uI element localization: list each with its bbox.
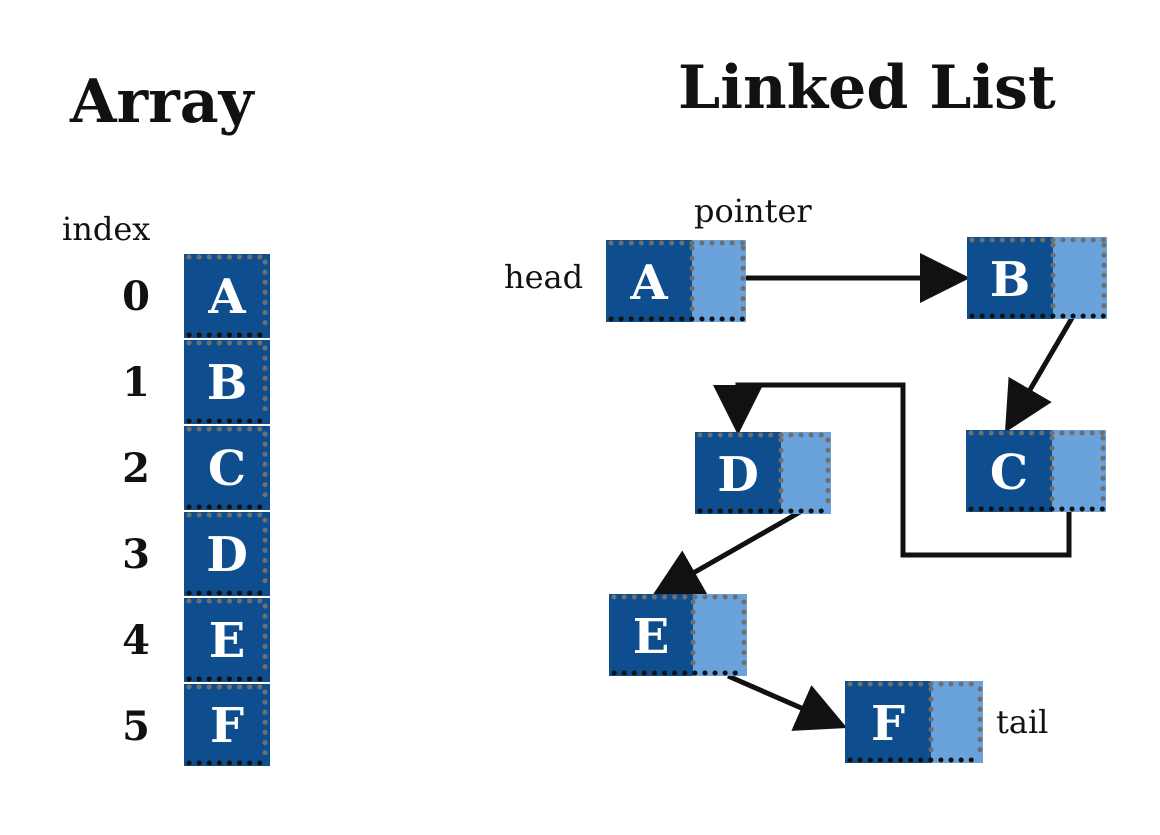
ll-node-f: F bbox=[845, 681, 984, 763]
array-cell-value-4: E bbox=[209, 613, 246, 669]
array-index-1: 1 bbox=[122, 359, 150, 406]
array-cell-value-5: F bbox=[210, 698, 244, 754]
array-index-3: 3 bbox=[122, 531, 150, 578]
array-cell-2: C bbox=[184, 426, 271, 510]
ll-node-b: B bbox=[967, 237, 1108, 319]
array-cell-1: B bbox=[184, 340, 271, 424]
ll-node-b-value: B bbox=[990, 252, 1031, 308]
index-header: index bbox=[62, 210, 150, 248]
arrow-c-to-d bbox=[713, 382, 1072, 558]
array-cell-3: D bbox=[184, 512, 271, 596]
ll-node-d-pointer-cell bbox=[781, 432, 831, 514]
ll-node-c: C bbox=[966, 430, 1107, 512]
array-index-0: 0 bbox=[122, 273, 150, 320]
array-cell-5: F bbox=[184, 684, 271, 766]
ll-node-d: D bbox=[695, 432, 832, 514]
array-index-column: 0 1 2 3 4 5 bbox=[122, 273, 150, 750]
linked-list-nodes: A B C D bbox=[606, 237, 1108, 763]
arrow-b-to-c bbox=[1004, 316, 1075, 433]
ll-node-c-pointer-cell bbox=[1052, 430, 1106, 512]
array-cell-value-3: D bbox=[206, 527, 248, 583]
ll-node-e-pointer-cell bbox=[693, 594, 747, 676]
head-label: head bbox=[504, 258, 583, 296]
array-cell-value-0: A bbox=[207, 269, 246, 325]
array-index-4: 4 bbox=[122, 617, 150, 664]
ll-node-d-value: D bbox=[717, 447, 759, 503]
array-index-2: 2 bbox=[122, 445, 150, 492]
ll-node-b-pointer-cell bbox=[1053, 237, 1107, 319]
ll-node-f-value: F bbox=[871, 696, 905, 752]
pointer-arrows bbox=[651, 253, 1075, 731]
array-index-5: 5 bbox=[122, 703, 150, 750]
array-title: Array bbox=[69, 67, 256, 137]
arrow-e-to-f bbox=[727, 673, 848, 731]
array-cell-4: E bbox=[184, 598, 271, 682]
ll-node-e: E bbox=[609, 594, 748, 676]
linked-list-title: Linked List bbox=[678, 53, 1056, 123]
array-cell-value-1: B bbox=[207, 355, 248, 411]
ll-node-e-value: E bbox=[633, 609, 670, 665]
array-cell-value-2: C bbox=[208, 441, 246, 497]
ll-node-f-pointer-cell bbox=[931, 681, 983, 763]
ll-node-a-value: A bbox=[629, 255, 668, 311]
ll-node-c-value: C bbox=[990, 445, 1028, 501]
array-cells: A B C D E bbox=[184, 254, 271, 766]
pointer-label: pointer bbox=[694, 192, 812, 230]
ll-node-a-pointer-cell bbox=[692, 240, 746, 322]
ll-node-a: A bbox=[606, 240, 747, 322]
tail-label: tail bbox=[996, 703, 1048, 741]
array-cell-0: A bbox=[184, 254, 271, 338]
arrow-d-to-e bbox=[651, 509, 802, 597]
